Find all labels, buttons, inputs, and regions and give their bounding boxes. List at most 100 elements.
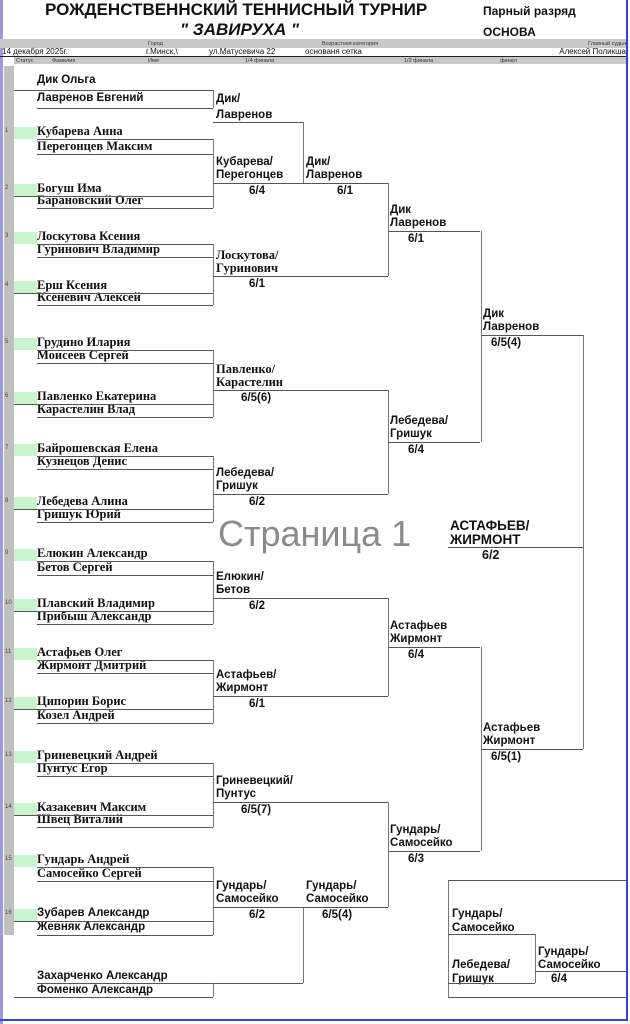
player-name: Прибыш Александр [37,609,152,623]
bracket-line [213,276,388,277]
player-name: Моисеев Сергей [37,348,129,362]
quarterfinal-team: Гришук [390,428,432,440]
seed-number: 2 [5,185,9,191]
bracket-line [388,183,389,276]
bracket-line [37,575,213,576]
player-name: Лебедева Алина [37,494,128,508]
address-value: ул.Матусевича 22 [209,47,276,56]
player-name: Бетов Сергей [37,560,113,574]
seed-box [14,444,37,456]
seed-number: 4 [5,282,9,288]
player-name: Жирмонт Дмитрий [37,658,147,672]
bracket-line [388,851,480,852]
bracket-line [481,335,583,336]
bracket-line [37,522,213,523]
player-name: Зубарев Александр [37,907,150,919]
bracket-line [481,749,583,750]
seed-box [14,184,37,196]
player-name: Лоскутова Ксения [37,229,141,243]
round2-team: Гундарь/ [216,880,267,892]
bracket-line [14,921,213,922]
player-name: Ципорин Борис [37,694,127,708]
bracket-line [481,231,482,442]
bracket-line [37,763,213,764]
seed-box [14,648,37,660]
round2-team: Астафьев/ [216,669,277,681]
bracket-line [213,561,214,624]
bracket-line [37,673,213,674]
tournament-subtitle: " ЗАВИРУХА " [180,20,300,39]
player-name: Гришук Юрий [37,507,121,521]
player-name: Фоменко Александр [37,984,154,996]
round2-team: Пунтус [216,788,257,800]
seed-box [14,803,37,815]
seed-box [14,909,37,921]
quarterfinal-team: Гундарь/ [390,824,441,836]
round2-team: Лоскутова/ [216,248,279,262]
round2-team: Самосейко [216,893,279,905]
third-place-team: Самосейко [452,922,515,934]
bracket-line [37,257,213,258]
bracket-line [14,404,213,405]
age-value: основаня сетка [305,47,362,56]
semifinal-team: Лавренов [483,321,540,333]
age-label: Возрастная категория [322,41,379,47]
seed-box [14,697,37,709]
seed-number: 10 [5,600,12,606]
bracket-line [37,867,213,868]
round2-team: Лавренов [216,109,273,121]
semifinal-score: 6/5(4) [491,337,522,349]
seed-number: 8 [5,498,9,504]
round2-score: 6/2 [249,600,265,612]
column-status: Статус [16,58,34,64]
third-place-score: 6/4 [551,973,567,985]
player-name: Гундарь Андрей [37,852,130,866]
bracket-line [213,494,388,495]
bracket-line [448,547,583,548]
player-name: Гриневецкий Андрей [37,748,158,762]
bracket-line [213,983,214,997]
seed-number: 6 [5,393,9,399]
final-score: 6/2 [482,548,500,562]
player-name: Павленко Екатерина [37,389,157,403]
player-name: Захарченко Александр [37,970,168,982]
bracket-line [37,417,213,418]
bracket-line [388,647,480,648]
round2-team: Карастелин [216,375,284,389]
player-name: Богуш Има [37,181,102,195]
column-header-bar [14,57,626,64]
bracket-line [303,122,304,183]
player-name: Лавренов Евгений [37,92,144,104]
quarterfinal-team: Дик [390,204,412,216]
quarterfinal-score: 6/4 [408,444,424,456]
bracket-line [14,509,213,510]
bracket-line [37,469,213,470]
round3-team: Дик/ [306,156,331,168]
player-name: Елюкин Александр [37,546,148,560]
seed-number: 9 [5,550,9,556]
bracket-line [535,971,626,972]
bracket-line [213,660,214,723]
round3-team: Самосейко [306,893,369,905]
bracket-line [213,244,214,305]
round2-score: 6/2 [249,496,265,508]
seed-box [14,855,37,867]
player-name: Ерш Ксения [37,278,108,292]
bracket-line [37,776,213,777]
player-name: Козел Андрей [37,708,115,722]
category-label: Парный разряд [483,4,576,18]
bracket-line [213,139,214,208]
bracket-line [14,611,213,612]
seed-number: 1 [5,128,9,134]
column-final: финал [500,58,517,64]
seed-box [14,549,37,561]
third-place-team: Гришук [452,973,494,985]
bracket-line [213,598,388,599]
third-place-winner: Гундарь/ [538,946,589,958]
date-value: 14 декабря 2025г. [2,47,68,56]
column-quarterfinal: 1/4 финала [245,58,275,64]
page-border-left [0,0,3,1024]
column-semifinal: 1/2 финала [404,58,434,64]
bracket-line [303,907,388,908]
